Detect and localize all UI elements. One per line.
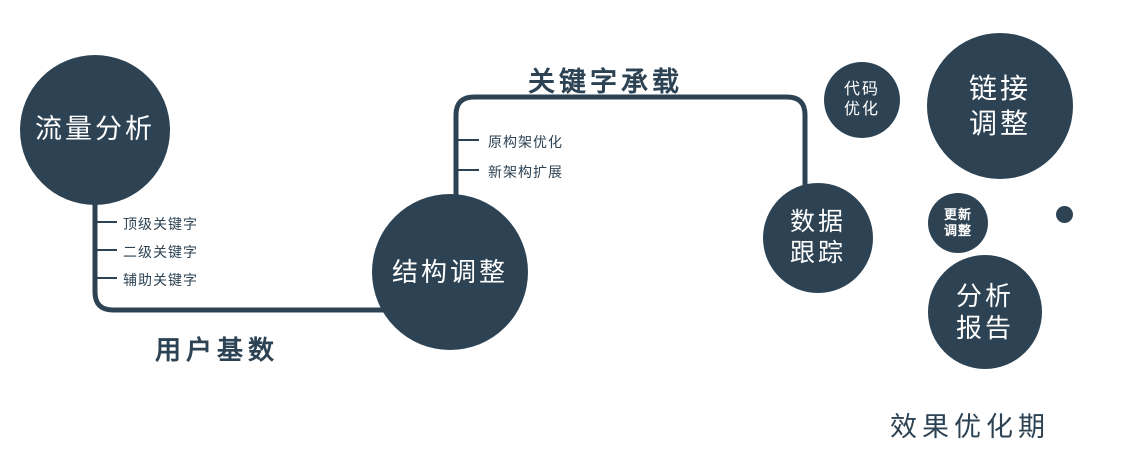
node-data-tracking-line2: 跟踪 — [789, 239, 846, 267]
node-link-adjust-line2: 调整 — [968, 108, 1031, 139]
branch-label-aux-keyword: 辅助关键字 — [123, 272, 198, 288]
node-data-tracking: 数据 跟踪 — [763, 183, 873, 293]
node-structure-adjust: 结构调整 — [372, 194, 528, 350]
node-structure-adjust-label: 结构调整 — [391, 256, 508, 287]
node-data-tracking-line1: 数据 — [789, 207, 846, 236]
node-analysis-report: 分析 报告 — [928, 255, 1042, 369]
caption-effect-optimize-period: 效果优化期 — [890, 412, 1050, 442]
edge-label-keyword-carry: 关键字承载 — [528, 67, 683, 97]
node-update-adjust-line2: 调整 — [943, 223, 972, 238]
branch-label-arch-expand: 新架构扩展 — [488, 164, 563, 180]
node-analysis-report-line2: 报告 — [955, 313, 1014, 343]
node-code-optimize-line2: 优化 — [843, 101, 880, 118]
branch-label-second-keyword: 二级关键字 — [123, 244, 198, 260]
node-link-adjust: 链接 调整 — [927, 33, 1073, 179]
node-code-optimize-line1: 代码 — [843, 81, 880, 98]
branch-label-top-keyword: 顶级关键字 — [123, 216, 198, 232]
branch-label-arch-optimize: 原构架优化 — [488, 134, 563, 150]
node-update-adjust: 更新 调整 — [928, 193, 988, 253]
node-analysis-report-line1: 分析 — [955, 280, 1014, 311]
edge-label-user-base: 用户基数 — [155, 335, 280, 365]
node-traffic-analysis: 流量分析 — [20, 55, 170, 205]
edge-structure-to-tracking — [453, 94, 808, 198]
edge-traffic-to-structure — [92, 203, 400, 313]
node-update-adjust-line1: 更新 — [943, 206, 972, 222]
node-traffic-analysis-label: 流量分析 — [35, 114, 155, 145]
small-dot-marker — [1056, 206, 1073, 223]
node-code-optimize: 代码 优化 — [824, 62, 900, 138]
node-link-adjust-line1: 链接 — [968, 73, 1031, 104]
